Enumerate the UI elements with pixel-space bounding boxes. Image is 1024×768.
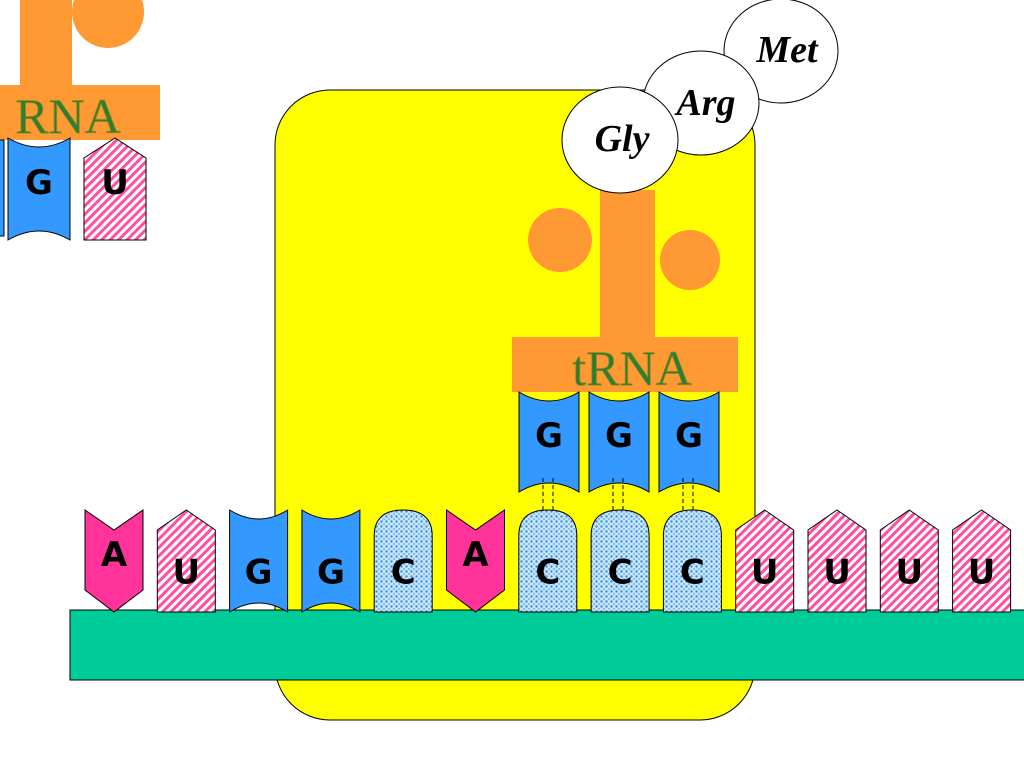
mrna-base-4-shape (373, 509, 433, 613)
mrna-base-5-letter: A (462, 535, 489, 575)
anticodon-departing-base-0-letter: G (25, 163, 53, 203)
hydrogen-bonds (542, 478, 694, 512)
mrna-base-1-shape (156, 509, 216, 613)
mrna-base-3: G (301, 509, 361, 613)
mrna-base-3-letter: G (317, 552, 345, 592)
trna-center: tRNA G G G (512, 190, 738, 512)
mrna-base-10-shape (807, 509, 867, 613)
anticodon-departing-base-0-shape (7, 137, 71, 241)
anticodon-departing-partial-base (0, 139, 5, 237)
trna-stem (600, 190, 655, 340)
mrna-base-2: G (229, 509, 289, 613)
mrna-base-11-letter: U (895, 552, 923, 592)
anticodon-center-base-0-letter: G (535, 416, 563, 456)
trna-label-box (512, 337, 738, 392)
trna-departing-label: RNA (15, 88, 121, 144)
anticodon-departing-base-1-shape (83, 137, 147, 241)
trna-right-lobe (660, 230, 720, 290)
mrna-base-4: C (373, 509, 433, 613)
mrna-base-3-shape (301, 509, 361, 613)
mrna-base-11: U (879, 509, 939, 613)
mrna-base-1: U (156, 509, 216, 613)
mrna-base-9: U (735, 509, 795, 613)
mrna-base-10-letter: U (823, 552, 851, 592)
anticodon-departing-base-1-letter: U (101, 163, 129, 203)
anticodon-departing-base-0: G (7, 137, 71, 241)
mrna-base-7-shape (590, 509, 650, 613)
mrna-base-9-letter: U (751, 552, 779, 592)
anticodon-center-base-1-letter: G (605, 416, 633, 456)
mrna-base-6-shape (518, 509, 578, 613)
trna-departing-label-box (0, 85, 160, 140)
mrna-base-12: U (952, 509, 1012, 613)
anticodon-center-base-2-letter: G (675, 416, 703, 456)
mrna-base-6-letter: C (535, 552, 560, 592)
mrna-base-0-letter: A (101, 535, 128, 575)
anticodon-center-base-0-shape (518, 391, 580, 493)
anticodon-center-base-1-shape (588, 391, 650, 493)
mrna-base-2-letter: G (245, 552, 273, 592)
mrna-base-4-letter: C (391, 552, 416, 592)
mrna-base-0: A (84, 509, 144, 613)
amino-acid-met-label: Met (755, 29, 819, 71)
mrna-base-1-letter: U (172, 552, 200, 592)
trna-departing-lobe (72, 0, 144, 48)
amino-acid-met (723, 0, 839, 104)
mrna-base-8-shape (662, 509, 722, 613)
mrna-base-7-letter: C (608, 552, 633, 592)
amino-acid-arg-label: Arg (674, 82, 735, 124)
mrna-base-0-shape (84, 509, 144, 613)
anticodon-center-base-2: G (658, 391, 720, 493)
mrna-base-8-letter: C (680, 552, 705, 592)
amino-acid-gly-label: Gly (595, 118, 650, 160)
membrane-bar (69, 609, 1024, 681)
amino-acid-gly (561, 86, 679, 194)
mrna-base-11-shape (879, 509, 939, 613)
mrna-base-9-shape (735, 509, 795, 613)
mrna-base-12-shape (952, 509, 1012, 613)
mrna-base-6: C (518, 509, 578, 613)
anticodon-departing-base-1: U (83, 137, 147, 241)
mrna-base-10: U (807, 509, 867, 613)
mrna-base-2-shape (229, 509, 289, 613)
anticodon-center-base-0: G (518, 391, 580, 493)
mrna-base-7: C (590, 509, 650, 613)
anticodon-center-base-2-shape (658, 391, 720, 493)
trna-departing-stem (20, 0, 72, 90)
mrna-base-8: C (662, 509, 722, 613)
amino-acid-chain: Met Arg Gly (561, 0, 839, 194)
trna-label: tRNA (572, 340, 691, 396)
mrna-base-5-shape (446, 509, 505, 613)
mrna-base-12-letter: U (968, 552, 996, 592)
anticodon-center-base-1: G (588, 391, 650, 493)
mrna-base-5: A (446, 509, 505, 613)
trna-left-lobe (528, 208, 592, 272)
